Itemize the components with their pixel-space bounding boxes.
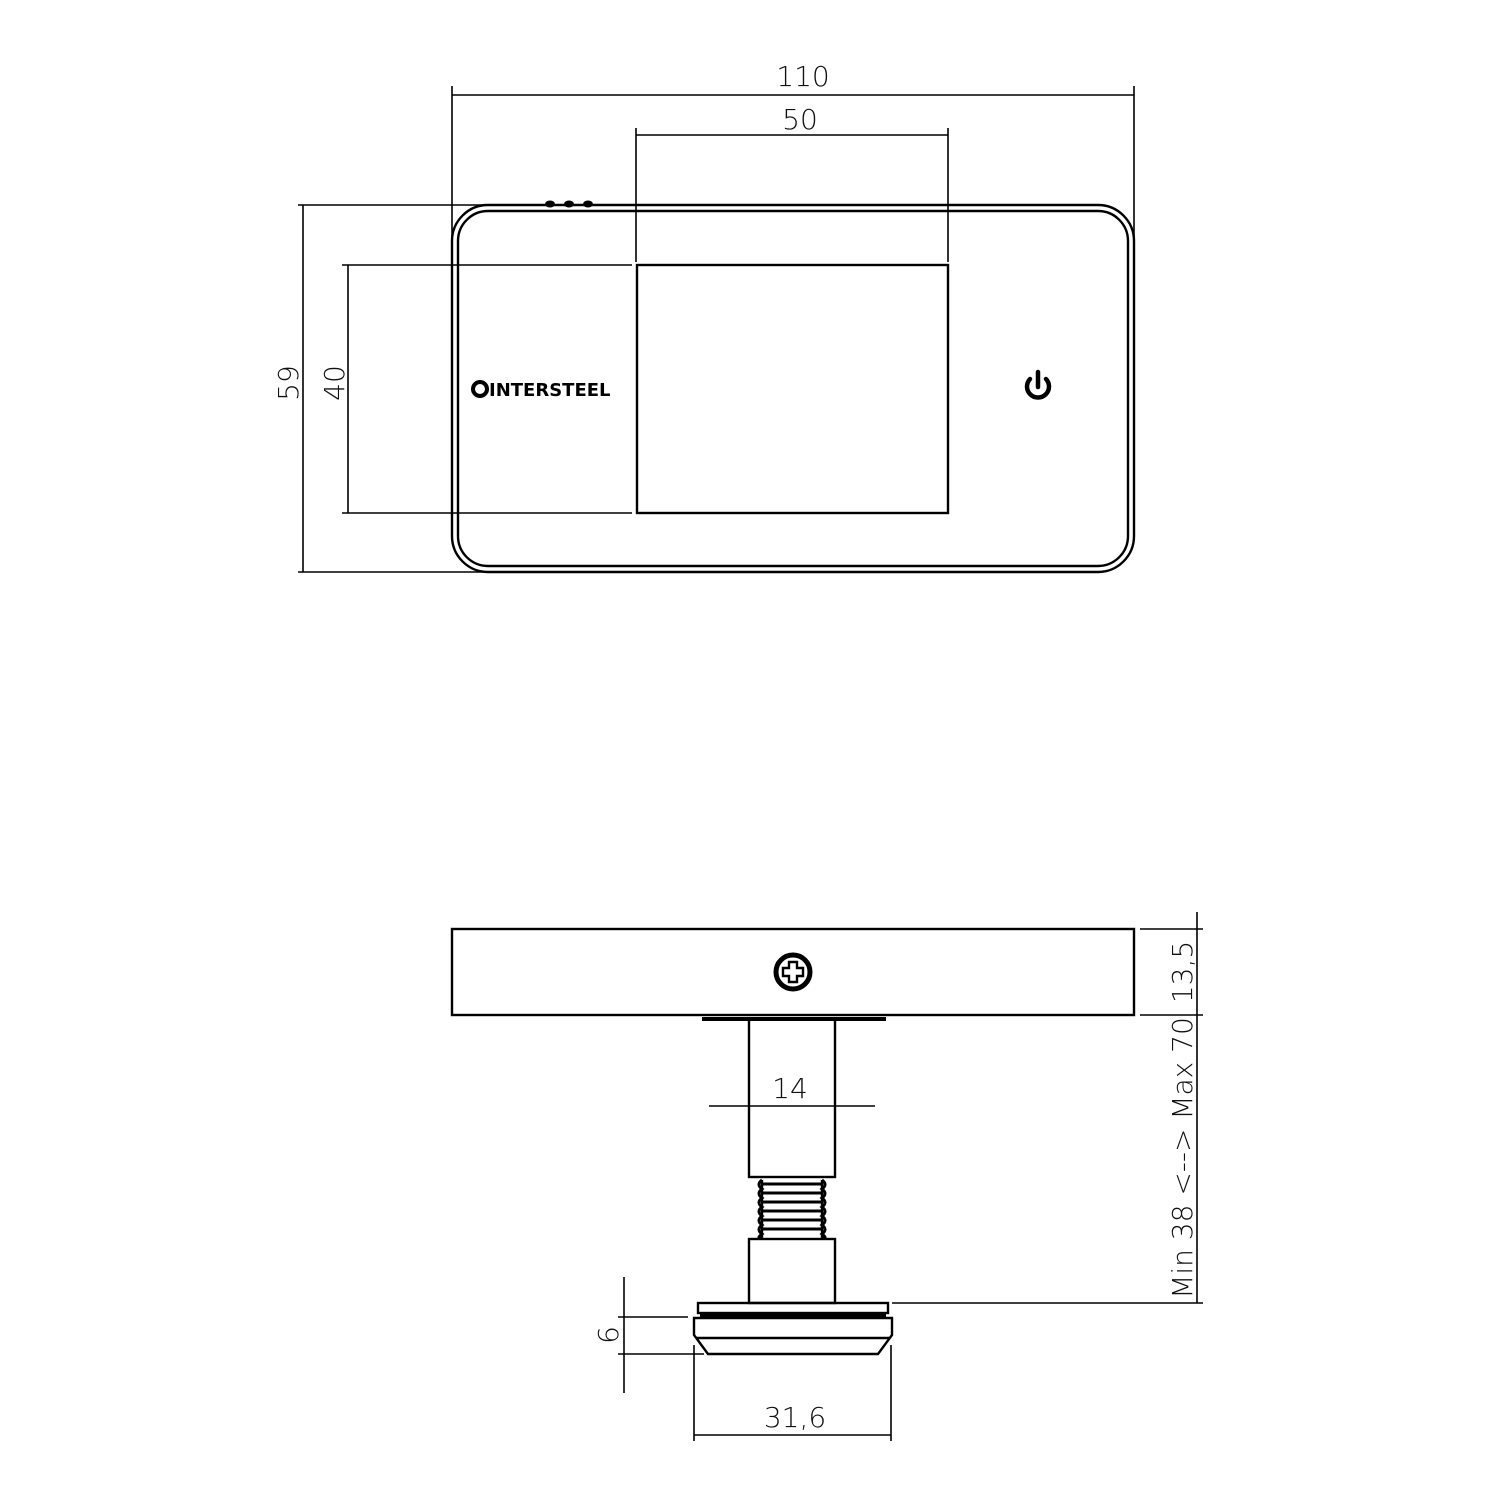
dimension-label-40: 40 [318,365,351,401]
dimension-screen-width: 50 [635,103,949,262]
dimension-screen-height: 40 [318,264,632,514]
device-body-outer [450,203,1136,574]
side-view: 14 13,5 Min 38 <--> Max 70 6 31,6 [450,912,1203,1441]
power-icon[interactable] [1024,369,1052,400]
dimension-door-range: Min 38 <--> Max 70 [892,1017,1203,1304]
dimension-label-50: 50 [782,103,818,136]
dimension-label-110: 110 [776,60,829,93]
dimension-overall-width: 110 [451,60,1135,240]
upper-shaft [747,1017,837,1179]
dimension-shaft-diameter: 14 [709,1072,875,1107]
brand-logo: INTERSTEEL [471,380,611,401]
lens-washer [696,1301,890,1315]
dimension-label-59: 59 [272,365,305,401]
dimension-lens-height: 6 [592,1277,704,1393]
side-body [450,927,1136,1017]
top-button-dots [545,200,593,208]
dimension-label-6: 6 [592,1326,625,1344]
device-body-inner [456,209,1130,568]
dimension-label-door-range: Min 38 <--> Max 70 [1166,1017,1199,1299]
front-view: 110 50 59 40 [272,60,1136,574]
lower-shaft [747,1237,837,1305]
dimension-lens-diameter: 31,6 [693,1345,892,1441]
dimension-overall-height: 59 [272,204,490,573]
lens-head [692,1316,894,1356]
phillips-screw-icon [773,952,813,992]
brand-label: INTERSTEEL [489,380,611,401]
dimension-label-31-6: 31,6 [764,1401,826,1434]
dimension-label-14: 14 [772,1072,808,1105]
dimension-body-thickness: 13,5 [1140,912,1203,1303]
thread [757,1178,827,1240]
dimension-label-13-5: 13,5 [1166,941,1199,1003]
screen [635,263,950,515]
